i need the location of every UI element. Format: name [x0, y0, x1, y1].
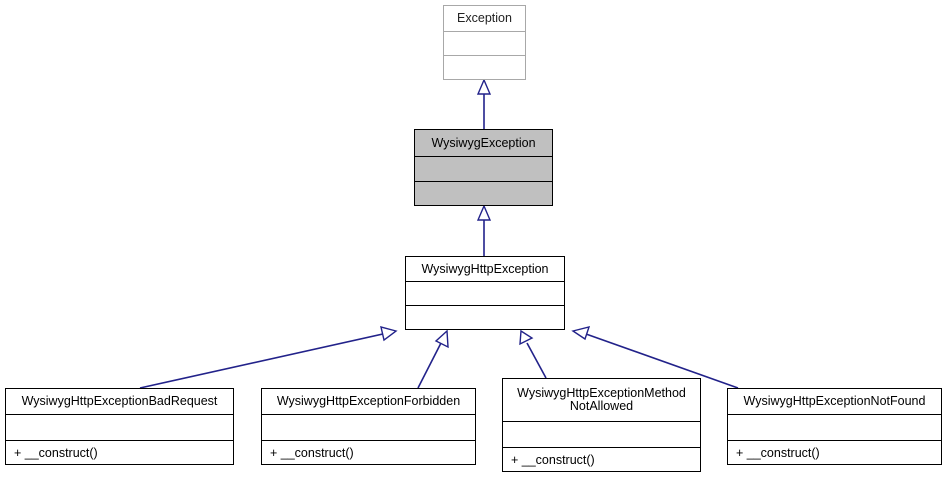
edge-forbidden-to-wysiwyghttpexception: [417, 329, 449, 389]
class-operations-exception: [444, 56, 525, 79]
class-attributes-notfound: [728, 415, 941, 441]
operation-construct: + __construct(): [736, 445, 820, 460]
class-name-line-1: WysiwygHttpExceptionMethod: [517, 386, 686, 400]
class-box-forbidden[interactable]: WysiwygHttpExceptionForbidden + __constr…: [261, 388, 476, 465]
operation-construct: + __construct(): [511, 452, 595, 467]
edge-wysiwygexception-to-exception: [476, 78, 492, 129]
operation-construct: + __construct(): [14, 445, 98, 460]
class-name-badrequest: WysiwygHttpExceptionBadRequest: [6, 389, 233, 415]
class-box-notfound[interactable]: WysiwygHttpExceptionNotFound + __constru…: [727, 388, 942, 465]
class-operations-wysiwyghttpexception: [406, 306, 564, 329]
class-name-wysiwygexception: WysiwygException: [415, 130, 552, 157]
class-operations-methodnotallowed: + __construct(): [503, 448, 700, 471]
class-name-exception: Exception: [444, 6, 525, 32]
edge-methodnotallowed-to-wysiwyghttpexception: [519, 329, 547, 379]
operation-construct: + __construct(): [270, 445, 354, 460]
class-operations-wysiwygexception: [415, 182, 552, 205]
class-name-forbidden: WysiwygHttpExceptionForbidden: [262, 389, 475, 415]
class-attributes-methodnotallowed: [503, 422, 700, 448]
class-name-notfound: WysiwygHttpExceptionNotFound: [728, 389, 941, 415]
class-box-badrequest[interactable]: WysiwygHttpExceptionBadRequest + __const…: [5, 388, 234, 465]
class-box-wysiwyghttpexception[interactable]: WysiwygHttpException: [405, 256, 565, 330]
class-attributes-wysiwygexception: [415, 157, 552, 182]
class-attributes-forbidden: [262, 415, 475, 441]
class-attributes-exception: [444, 32, 525, 56]
class-attributes-wysiwyghttpexception: [406, 282, 564, 306]
class-attributes-badrequest: [6, 415, 233, 441]
class-operations-badrequest: + __construct(): [6, 441, 233, 464]
class-box-exception[interactable]: Exception: [443, 5, 526, 80]
class-box-wysiwygexception[interactable]: WysiwygException: [414, 129, 553, 206]
class-name-line-2: NotAllowed: [569, 399, 634, 413]
class-name-methodnotallowed: WysiwygHttpExceptionMethod NotAllowed: [503, 379, 700, 422]
class-operations-forbidden: + __construct(): [262, 441, 475, 464]
class-operations-notfound: + __construct(): [728, 441, 941, 464]
class-box-methodnotallowed[interactable]: WysiwygHttpExceptionMethod NotAllowed + …: [502, 378, 701, 472]
class-name-wysiwyghttpexception: WysiwygHttpException: [406, 257, 564, 282]
edge-badrequest-to-wysiwyghttpexception: [139, 326, 398, 389]
edge-wysiwyghttpexception-to-wysiwygexception: [476, 204, 492, 256]
